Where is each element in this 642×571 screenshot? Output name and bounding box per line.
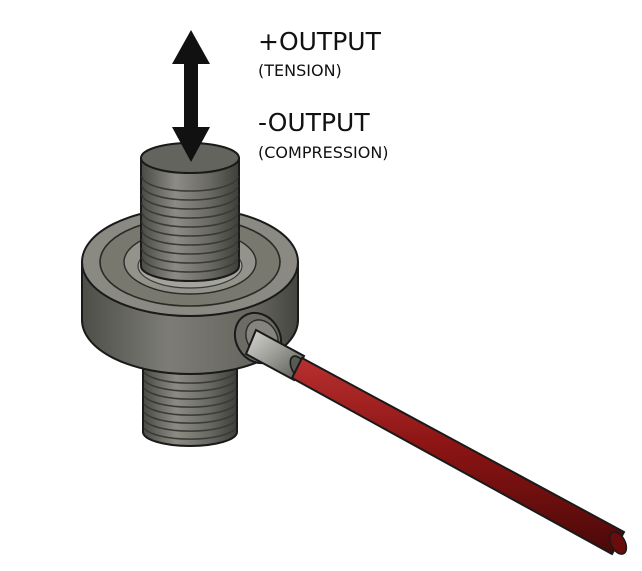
bottom-threaded-stud bbox=[142, 359, 238, 447]
output-cable bbox=[290, 356, 628, 556]
positive-output-label: +OUTPUT bbox=[258, 27, 381, 56]
compression-label: (COMPRESSION) bbox=[258, 143, 389, 162]
double-headed-vertical-arrow-icon bbox=[172, 30, 210, 162]
tension-label: (TENSION) bbox=[258, 61, 342, 80]
top-threaded-stud bbox=[140, 142, 240, 282]
negative-output-label: -OUTPUT bbox=[258, 108, 370, 137]
